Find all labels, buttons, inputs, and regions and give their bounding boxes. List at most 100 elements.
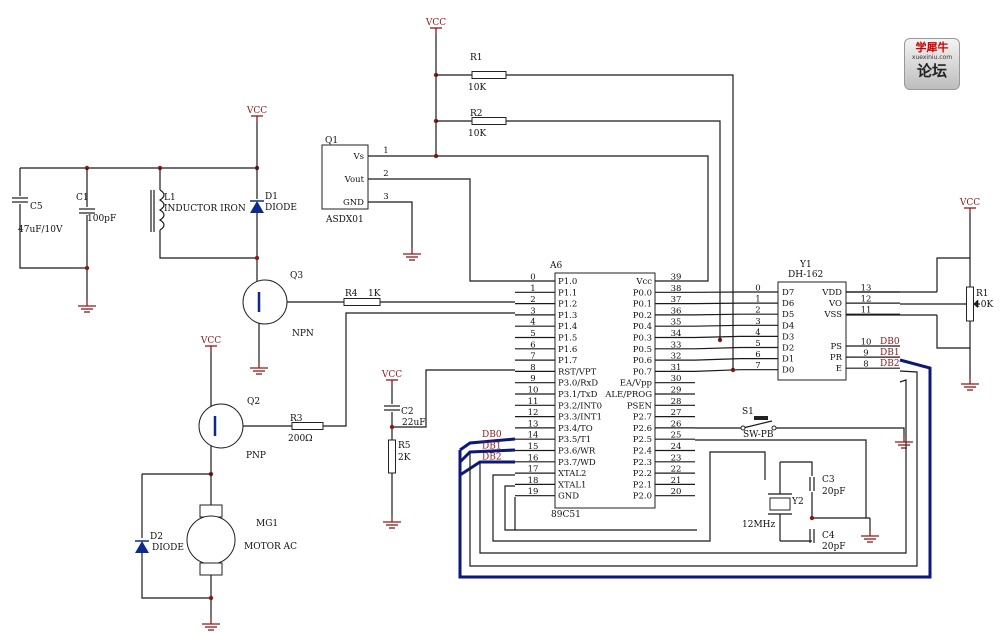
lcd-pin-name: VSS — [823, 310, 842, 320]
lcd-dh162-body — [777, 281, 847, 381]
ground-icon — [78, 300, 96, 313]
ground-icon — [895, 436, 913, 449]
mcu-pin-num: 19 — [528, 487, 539, 497]
q1-pin-num: 2 — [383, 169, 388, 179]
mcu-pin-name: P2.3 — [633, 458, 652, 468]
d2-ref: D2 — [150, 532, 163, 542]
q1-pin-name: GND — [343, 198, 364, 208]
junction-dot — [254, 255, 260, 261]
transistor-body — [242, 279, 288, 325]
mcu-pin-name: P0.2 — [633, 311, 652, 321]
mcu-pin-num: 1 — [530, 284, 535, 294]
mcu-pin-num: 36 — [671, 306, 682, 316]
diode-triangle — [250, 201, 264, 213]
mcu-pin-num: 13 — [528, 419, 539, 429]
mcu-pin-name: ALE/PROG — [604, 390, 652, 400]
s1-value: SW-PB — [743, 430, 774, 440]
mcu-pin-name: P2.1 — [633, 480, 652, 490]
mcu-pin-name: XTAL1 — [558, 480, 586, 490]
mcu-pin-name: EA/Vpp — [620, 379, 653, 389]
crystal-icon — [769, 497, 791, 511]
wire — [780, 461, 813, 476]
mcu-pin-num: 4 — [530, 318, 535, 328]
ground-icon — [403, 248, 421, 261]
mcu-pin-name: P2.5 — [633, 435, 652, 445]
q3-value: NPN — [292, 329, 314, 339]
c4-value: 20pF — [822, 542, 845, 552]
vcc-icon: VCC — [425, 18, 446, 34]
mcu-pin-name: P3.1/TxD — [558, 390, 598, 400]
vcc-icon: VCC — [246, 106, 267, 122]
mcu-pin-name: P1.4 — [558, 322, 577, 332]
logo-text-url: xuexiniu.com — [911, 54, 953, 61]
diode-icon — [250, 200, 264, 213]
wire — [392, 369, 515, 428]
mcu-pin-name: GND — [558, 492, 579, 502]
wire — [695, 439, 867, 518]
sensor-asdx01-body — [321, 144, 369, 210]
lcd-pin-name: D2 — [782, 344, 794, 354]
mcu-pin-name: P0.5 — [633, 345, 652, 355]
diode-triangle — [135, 541, 149, 553]
mcu-pin-num: 16 — [528, 453, 539, 463]
wire — [506, 120, 721, 340]
vcc-icon: VCC — [959, 198, 980, 214]
q1-pin-name: Vs — [352, 152, 364, 162]
vcc-label: VCC — [200, 336, 221, 346]
switch-lever — [742, 420, 773, 429]
lcd-pin-name: E — [836, 364, 842, 374]
c4-ref: C4 — [822, 531, 835, 541]
resistor-r4 — [343, 298, 381, 306]
capacitor-icon — [809, 477, 815, 491]
mcu-pin-num: 33 — [671, 340, 682, 350]
npn-transistor-icon — [242, 279, 288, 325]
mcu-pin-name: P0.6 — [633, 356, 652, 366]
lcd-pin-num: 10 — [861, 338, 872, 348]
motor-brush — [199, 562, 223, 576]
lcd-pin-name: D5 — [782, 310, 794, 320]
wire — [142, 473, 212, 505]
mcu-pin-name: P2.6 — [633, 424, 652, 434]
lcd-pin-num: 12 — [861, 295, 872, 305]
mcu-ref: A6 — [549, 261, 562, 271]
junction-dot — [389, 424, 395, 430]
logo-text-main: 学犀牛 — [915, 41, 949, 54]
l1-value: INDUCTOR IRON — [164, 204, 246, 214]
q1-pin-name: Vout — [344, 175, 365, 185]
lcd-pin-num: 0 — [755, 284, 760, 294]
mcu-pin-name: P1.2 — [558, 300, 577, 310]
potentiometer-arrow — [973, 300, 978, 308]
mcu-pin-name: XTAL2 — [558, 469, 586, 479]
q1-pin-num: 3 — [383, 192, 388, 202]
lcd-pin-name: PS — [830, 342, 842, 352]
mcu-pin-name: P1.0 — [558, 277, 577, 287]
s1-ref: S1 — [742, 407, 754, 417]
mcu-pin-num: 12 — [528, 408, 539, 418]
mcu-pin-num: 14 — [528, 431, 539, 441]
q3-ref: Q3 — [290, 271, 303, 281]
lcd-pin-num: 11 — [861, 306, 872, 316]
resistor-body — [388, 439, 396, 474]
mcu-net-label: DB1 — [482, 441, 502, 451]
mcu-pin-name: P2.7 — [633, 413, 652, 423]
mcu-pin-name: P1.6 — [558, 345, 577, 355]
mcu-pin-name: P1.1 — [558, 288, 577, 298]
mcu-pin-num: 30 — [671, 374, 682, 384]
capacitor-icon — [809, 529, 815, 543]
mcu-pin-num: 38 — [671, 284, 682, 294]
mcu-pin-num: 7 — [530, 352, 535, 362]
lcd-pin-num: 2 — [755, 306, 760, 316]
lcd-pin-name: VO — [828, 299, 842, 309]
capacitor-icon — [12, 197, 28, 203]
c3-ref: C3 — [822, 475, 835, 485]
ground-icon — [202, 618, 220, 631]
q2-ref: Q2 — [247, 397, 260, 407]
switch-contact — [740, 425, 746, 431]
junction-dot — [84, 265, 90, 271]
lcd-part: DH-162 — [788, 270, 823, 280]
q1-ref: Q1 — [325, 136, 338, 146]
lcd-pin-num: 13 — [861, 284, 872, 294]
mcu-pin-num: 35 — [671, 318, 682, 328]
wire — [436, 155, 709, 282]
vcc-label: VCC — [246, 106, 267, 116]
